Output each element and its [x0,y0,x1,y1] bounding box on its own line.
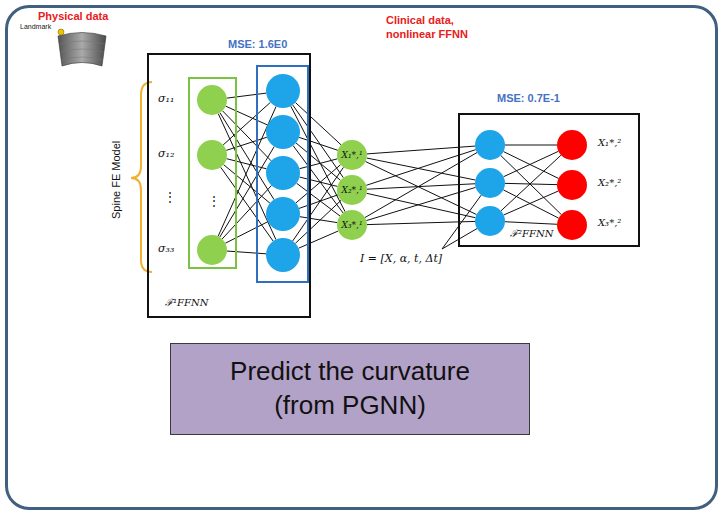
landmark-label: Landmark [20,23,51,32]
hidden-neurons [266,74,300,272]
neuron-label: X₂*,¹ [342,185,363,195]
neuron-label: X₁*,¹ [342,150,363,160]
output-label: X₂*,² [598,177,621,190]
network-weight [505,222,557,225]
output-label: X₁*,² [598,137,621,150]
spine-model-image [58,29,106,66]
latent-neuron: X₁*,¹ [337,140,367,170]
input-label: σ₃₃ [158,242,174,256]
section-title: Clinical data, nonlinear FFNN [386,14,486,42]
input-label: σ₁₁ [158,92,174,106]
result-text: Predict the curvature (from PGNN) [201,355,499,423]
network-weight [227,159,267,169]
result-box: Predict the curvature (from PGNN) [170,343,530,435]
error-metric: MSE: 0.7E-1 [497,92,560,106]
network-weight [504,191,559,215]
network-weight [458,214,475,218]
network-weight [222,185,271,238]
latent-neuron: X₃*,¹ [337,210,367,240]
network-weight [458,206,476,215]
section-title: Physical data [38,10,108,24]
model-label: Spine FE Model [110,141,124,219]
second-net-neurons [475,130,505,236]
connection-line [365,164,458,225]
network-weight [227,251,266,254]
input-layer-frame [189,78,236,268]
network-weight [458,153,477,164]
connection-line [366,155,458,213]
ellipsis: ⋮ [164,190,176,205]
network-weight [505,145,557,146]
hidden-layer-frame [257,66,308,282]
network-weight [221,167,273,241]
network-weight [220,113,274,200]
error-metric: MSE: 1.6E0 [228,38,287,52]
output-label: X₃*,² [598,217,621,230]
network-weight [224,165,270,204]
output-neurons [557,130,587,240]
input-vector: I = [X, α, t, Δt] [360,252,442,266]
latent-neuron: X₂*,¹ [337,175,367,205]
network-weight [226,106,268,125]
network-weight [226,137,267,150]
network-weight [458,177,475,181]
network-weight [225,222,267,244]
input-neurons [197,85,227,265]
network-weight [222,111,271,161]
input-label: σ₁₂ [158,147,174,161]
network-label: ℱ¹FFNN [165,295,208,309]
network-weight [504,151,559,176]
network-weight [227,93,266,98]
network-weight [458,187,476,192]
neuron-label: X₃*,¹ [342,220,363,230]
ellipsis: ⋮ [208,194,220,209]
network-label: ℱ²FFNN [510,226,553,240]
network-weight [503,190,558,218]
network-weight [458,221,475,222]
network-weight [458,183,475,185]
network-weight [458,146,475,147]
